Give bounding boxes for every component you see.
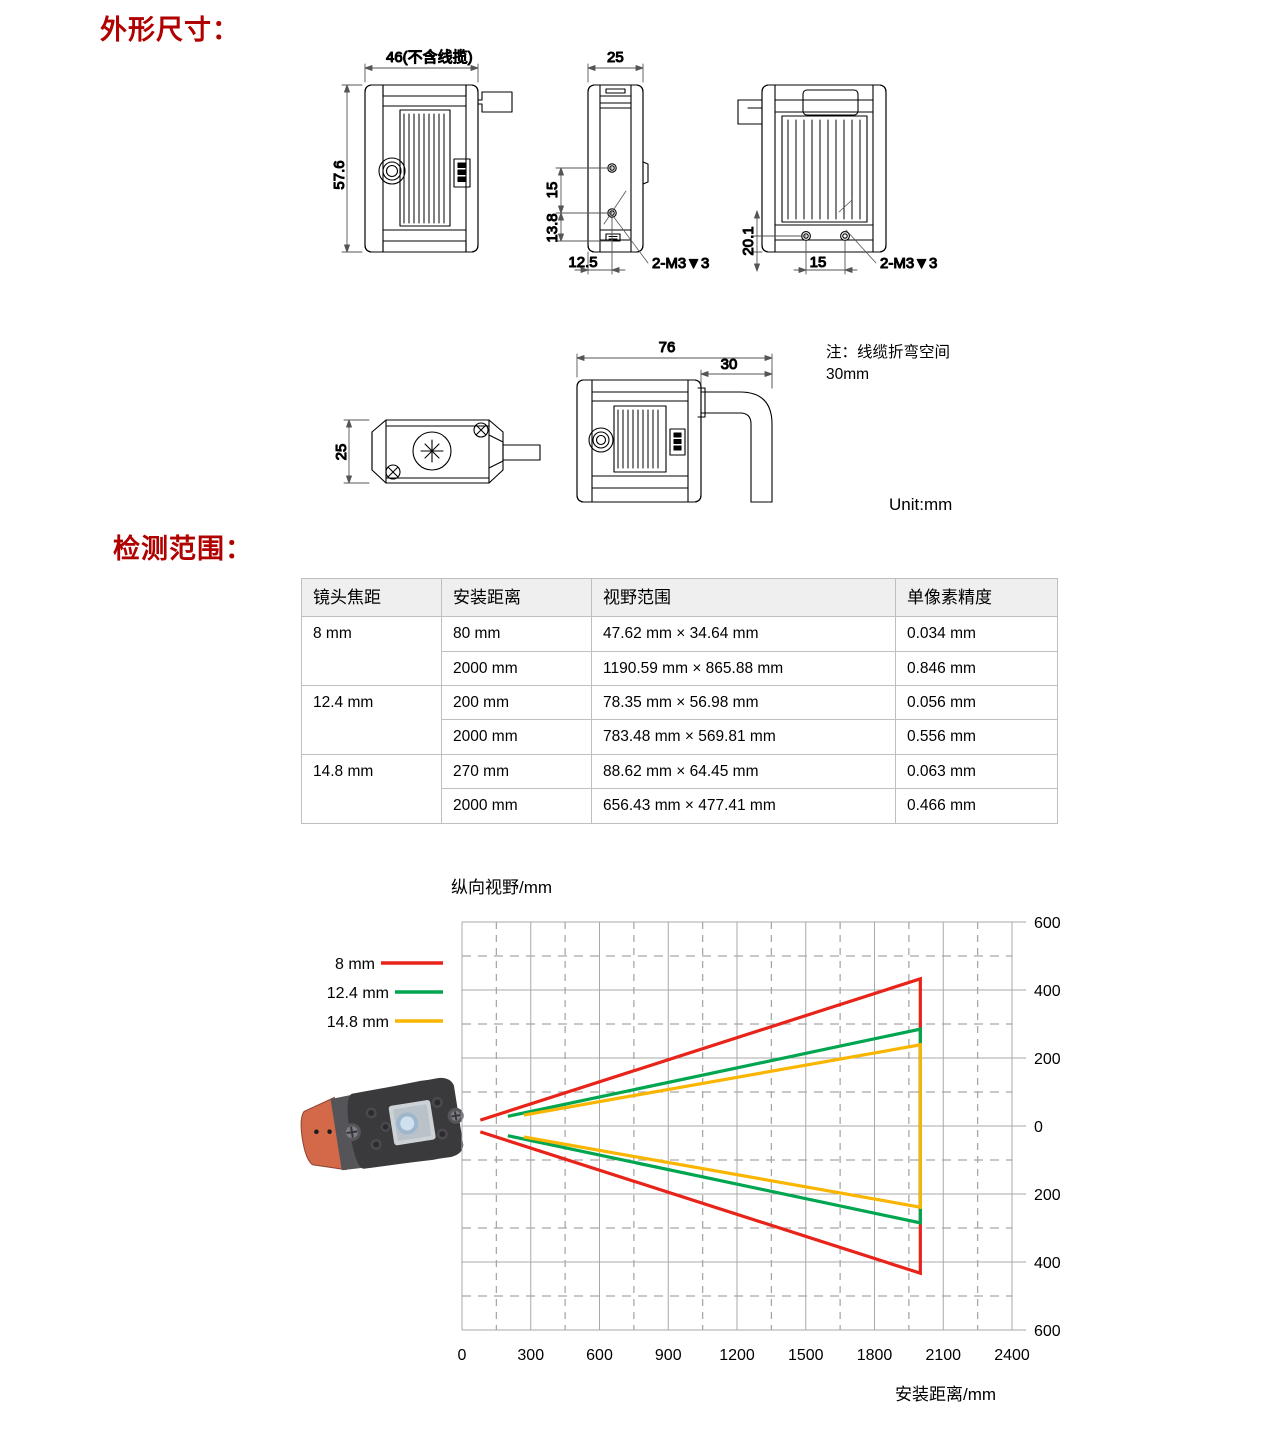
chart-series-group bbox=[479, 976, 922, 1276]
dim-label-top-height: 25 bbox=[333, 444, 350, 461]
page-title-detection-range: 检测范围： bbox=[113, 534, 253, 564]
cell-pixel-accuracy: 0.063 mm bbox=[895, 753, 1058, 790]
dim-side-holes bbox=[555, 167, 613, 242]
chart-x-tick: 1200 bbox=[719, 1347, 755, 1364]
front-view bbox=[364, 84, 513, 253]
cell-focal-length: 12.4 mm bbox=[301, 685, 442, 755]
field-of-view-chart: 纵向视野/mm 安装距离/mm bbox=[0, 860, 1266, 1440]
cell-working-distance: 270 mm bbox=[441, 753, 592, 790]
legend-label-8-mm: 8 mm bbox=[335, 956, 375, 973]
chart-y-tick: 400 bbox=[1034, 1255, 1061, 1272]
table-header-focal-length: 镜头焦距 bbox=[301, 577, 442, 618]
cell-pixel-accuracy: 0.466 mm bbox=[895, 788, 1058, 824]
table-header-field-of-view: 视野范围 bbox=[591, 577, 896, 618]
chart-x-axis-title: 安装距离/mm bbox=[895, 1385, 996, 1404]
chart-legend: 8 mm 12.4 mm 14.8 mm bbox=[327, 956, 443, 1031]
dim-label-thread-side: 2-M3▼3 bbox=[652, 255, 709, 272]
bracket-view bbox=[576, 379, 773, 503]
dim-label-front-height: 57.6 bbox=[331, 160, 348, 189]
cell-pixel-accuracy: 0.556 mm bbox=[895, 719, 1058, 755]
table-row: 2000 mm 1190.59 mm × 865.88 mm 0.846 mm bbox=[302, 650, 1058, 687]
dim-label-side-hole-top: 15 bbox=[544, 182, 561, 199]
table-header-working-distance: 安装距离 bbox=[441, 577, 592, 618]
dim-label-thread-rear: 2-M3▼3 bbox=[880, 255, 937, 272]
dim-label-front-width: 46(不含线揽) bbox=[386, 49, 473, 66]
dimension-drawing: 46(不含线揽) 57.6 bbox=[0, 40, 1010, 520]
legend-label-12-4-mm: 12.4 mm bbox=[327, 985, 389, 1002]
chart-x-tick: 1800 bbox=[857, 1347, 893, 1364]
cell-field-of-view: 78.35 mm × 56.98 mm bbox=[591, 684, 896, 721]
chart-y-tick: 200 bbox=[1034, 1051, 1061, 1068]
chart-x-tick: 2400 bbox=[994, 1347, 1030, 1364]
dim-front-width bbox=[364, 63, 479, 83]
chart-y-tick: 0 bbox=[1034, 1119, 1043, 1136]
cable-note-line2: 30mm bbox=[826, 366, 869, 383]
cell-field-of-view: 1190.59 mm × 865.88 mm bbox=[591, 650, 896, 687]
chart-cone-14-8-mm bbox=[523, 1042, 922, 1210]
chart-y-tick: 200 bbox=[1034, 1187, 1061, 1204]
top-view bbox=[371, 419, 541, 484]
dim-label-bracket-cable: 30 bbox=[721, 356, 738, 373]
chart-y-tick: 600 bbox=[1034, 915, 1061, 932]
cell-working-distance: 200 mm bbox=[441, 684, 592, 721]
chart-grid bbox=[461, 921, 1013, 1331]
cell-working-distance: 80 mm bbox=[441, 616, 592, 652]
dim-side-offset bbox=[574, 217, 626, 275]
table-header-row: 镜头焦距 安装距离 视野范围 单像素精度 bbox=[301, 577, 1058, 618]
dim-bracket-cable bbox=[700, 369, 773, 389]
cell-field-of-view: 88.62 mm × 64.45 mm bbox=[591, 753, 896, 790]
dim-label-side-width: 25 bbox=[607, 49, 624, 66]
table-row: 14.8 mm 270 mm 88.62 mm × 64.45 mm 0.063… bbox=[301, 753, 1058, 824]
side-view bbox=[587, 84, 649, 253]
table-header-pixel-accuracy: 单像素精度 bbox=[895, 577, 1058, 618]
chart-x-tick: 300 bbox=[517, 1347, 544, 1364]
dim-bracket-total bbox=[576, 353, 773, 389]
detection-range-table: 镜头焦距 安装距离 视野范围 单像素精度 8 mm 80 mm 47.62 mm… bbox=[301, 577, 1058, 824]
chart-y-tick: 400 bbox=[1034, 983, 1061, 1000]
chart-y-tick: 600 bbox=[1034, 1323, 1061, 1340]
chart-y-tick-labels: 600 400 200 0 200 400 600 bbox=[1012, 915, 1061, 1340]
rear-view bbox=[737, 84, 887, 253]
table-row: 2000 mm 783.48 mm × 569.81 mm 0.556 mm bbox=[302, 719, 1058, 755]
legend-label-14-8-mm: 14.8 mm bbox=[327, 1014, 389, 1031]
cell-focal-length: 14.8 mm bbox=[301, 753, 442, 824]
chart-x-tick: 600 bbox=[586, 1347, 613, 1364]
chart-x-tick: 2100 bbox=[925, 1347, 961, 1364]
cable-note-line1: 注：线缆折弯空间 bbox=[826, 343, 950, 361]
cell-working-distance: 2000 mm bbox=[441, 719, 592, 755]
cell-field-of-view: 47.62 mm × 34.64 mm bbox=[591, 616, 896, 652]
cell-working-distance: 2000 mm bbox=[441, 788, 592, 824]
dim-rear-hole-height bbox=[751, 210, 807, 272]
table-row: 2000 mm 656.43 mm × 477.41 mm 0.466 mm bbox=[302, 788, 1058, 824]
table-row: 8 mm 80 mm 47.62 mm × 34.64 mm 0.034 mm bbox=[301, 616, 1058, 686]
cell-pixel-accuracy: 0.034 mm bbox=[895, 616, 1058, 652]
dim-label-side-hole-bottom: 13.8 bbox=[544, 213, 561, 242]
page-title-dimensions: 外形尺寸： bbox=[100, 15, 240, 45]
dim-label-side-offset: 12.5 bbox=[568, 254, 597, 271]
cell-field-of-view: 656.43 mm × 477.41 mm bbox=[591, 788, 896, 824]
dim-rear-hole-spacing bbox=[793, 239, 858, 275]
dim-label-rear-hole-height: 20.1 bbox=[740, 226, 757, 255]
cell-working-distance: 2000 mm bbox=[441, 650, 592, 687]
dim-label-rear-hole-spacing: 15 bbox=[810, 254, 827, 271]
dim-top-height bbox=[343, 419, 370, 484]
cell-field-of-view: 783.48 mm × 569.81 mm bbox=[591, 719, 896, 755]
unit-note: Unit:mm bbox=[889, 495, 952, 514]
table-row: 12.4 mm 200 mm 78.35 mm × 56.98 mm 0.056… bbox=[301, 684, 1058, 755]
chart-x-tick: 900 bbox=[655, 1347, 682, 1364]
chart-y-axis-title: 纵向视野/mm bbox=[451, 878, 552, 897]
dim-side-width bbox=[587, 63, 644, 83]
chart-x-tick: 0 bbox=[458, 1347, 467, 1364]
dim-front-height bbox=[341, 84, 363, 253]
cell-focal-length: 8 mm bbox=[301, 616, 442, 686]
camera-illustration bbox=[300, 1077, 464, 1171]
cell-pixel-accuracy: 0.846 mm bbox=[895, 650, 1058, 687]
chart-x-tick: 1500 bbox=[788, 1347, 824, 1364]
chart-x-tick-labels: 0 300 600 900 1200 1500 1800 2100 2400 bbox=[458, 1347, 1030, 1364]
cell-pixel-accuracy: 0.056 mm bbox=[895, 684, 1058, 721]
dim-label-bracket-total: 76 bbox=[659, 339, 676, 356]
